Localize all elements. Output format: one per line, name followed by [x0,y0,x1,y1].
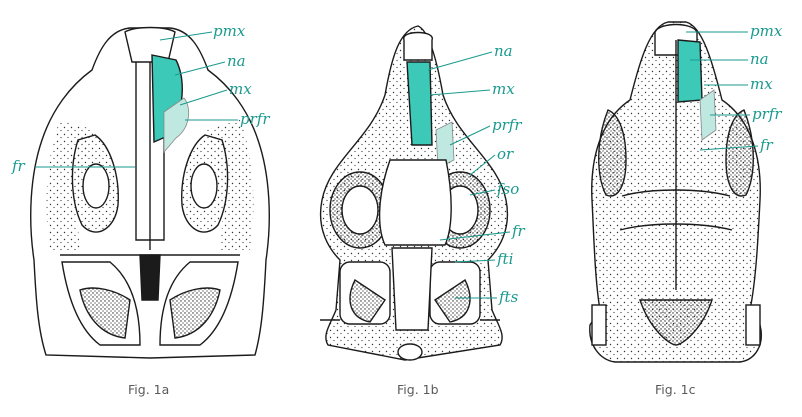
skull-1c-occiput [639,299,713,346]
skull-1c-right-quadrate [745,304,761,346]
skull-1c-right-orbit [725,109,754,197]
skull-1a-occiput [139,254,161,301]
skull-1b-right-fenestra-fill [434,278,471,323]
label-1b-mx: mx [492,80,515,98]
skull-1b-left-orbit [341,185,379,235]
label-1b-prfr: prfr [492,116,522,134]
skull-1a-left-orbit-hole [82,163,110,209]
leader-lines [35,31,759,299]
label-1b-fso: fso [497,180,520,198]
caption-fig-1c: Fig. 1c [655,382,696,397]
label-1c-na: na [750,50,769,68]
skull-1a-left-palate [79,287,131,339]
label-1c-prfr: prfr [752,105,782,123]
caption-fig-1a: Fig. 1a [128,382,170,397]
label-1a-prfr: prfr [240,110,270,128]
skull-1b-occipital-condyle [397,343,423,361]
label-1b-fts: fts [499,288,519,306]
skull-1c [589,21,762,363]
skull-1c-left-quadrate [591,304,607,346]
skull-1a-right-orbit-hole [190,163,218,209]
caption-fig-1b: Fig. 1b [397,382,439,397]
label-1a-fr: fr [12,157,25,175]
skull-1b-prefrontal-highlight [435,121,455,169]
skull-1b-left-fenestra-fill [349,278,386,323]
skull-1a-right-palate [169,287,221,339]
skull-1a [30,26,270,359]
label-1a-na: na [227,52,246,70]
skull-1c-left-orbit [598,109,627,197]
skull-1b-nasal-highlight [406,61,433,146]
label-1a-pmx: pmx [213,22,246,40]
label-1b-fti: fti [497,250,514,268]
skull-1b-frontal [378,159,452,246]
label-1a-mx: mx [229,80,252,98]
skull-1b-parietal [391,247,433,331]
label-1c-fr: fr [760,136,773,154]
label-1b-na: na [494,42,513,60]
skull-1a-premaxilla [124,26,176,63]
skull-1c-nasal-highlight [677,39,703,103]
label-1c-mx: mx [750,75,773,93]
skull-1b-snout [403,31,433,61]
label-1b-or: or [497,145,514,163]
skull-1a-prefrontal-highlight [163,97,190,154]
label-1b-fr: fr [512,222,525,240]
skull-1c-prefrontal-highlight [699,89,717,141]
label-1c-pmx: pmx [750,22,783,40]
skull-1b [319,25,509,361]
